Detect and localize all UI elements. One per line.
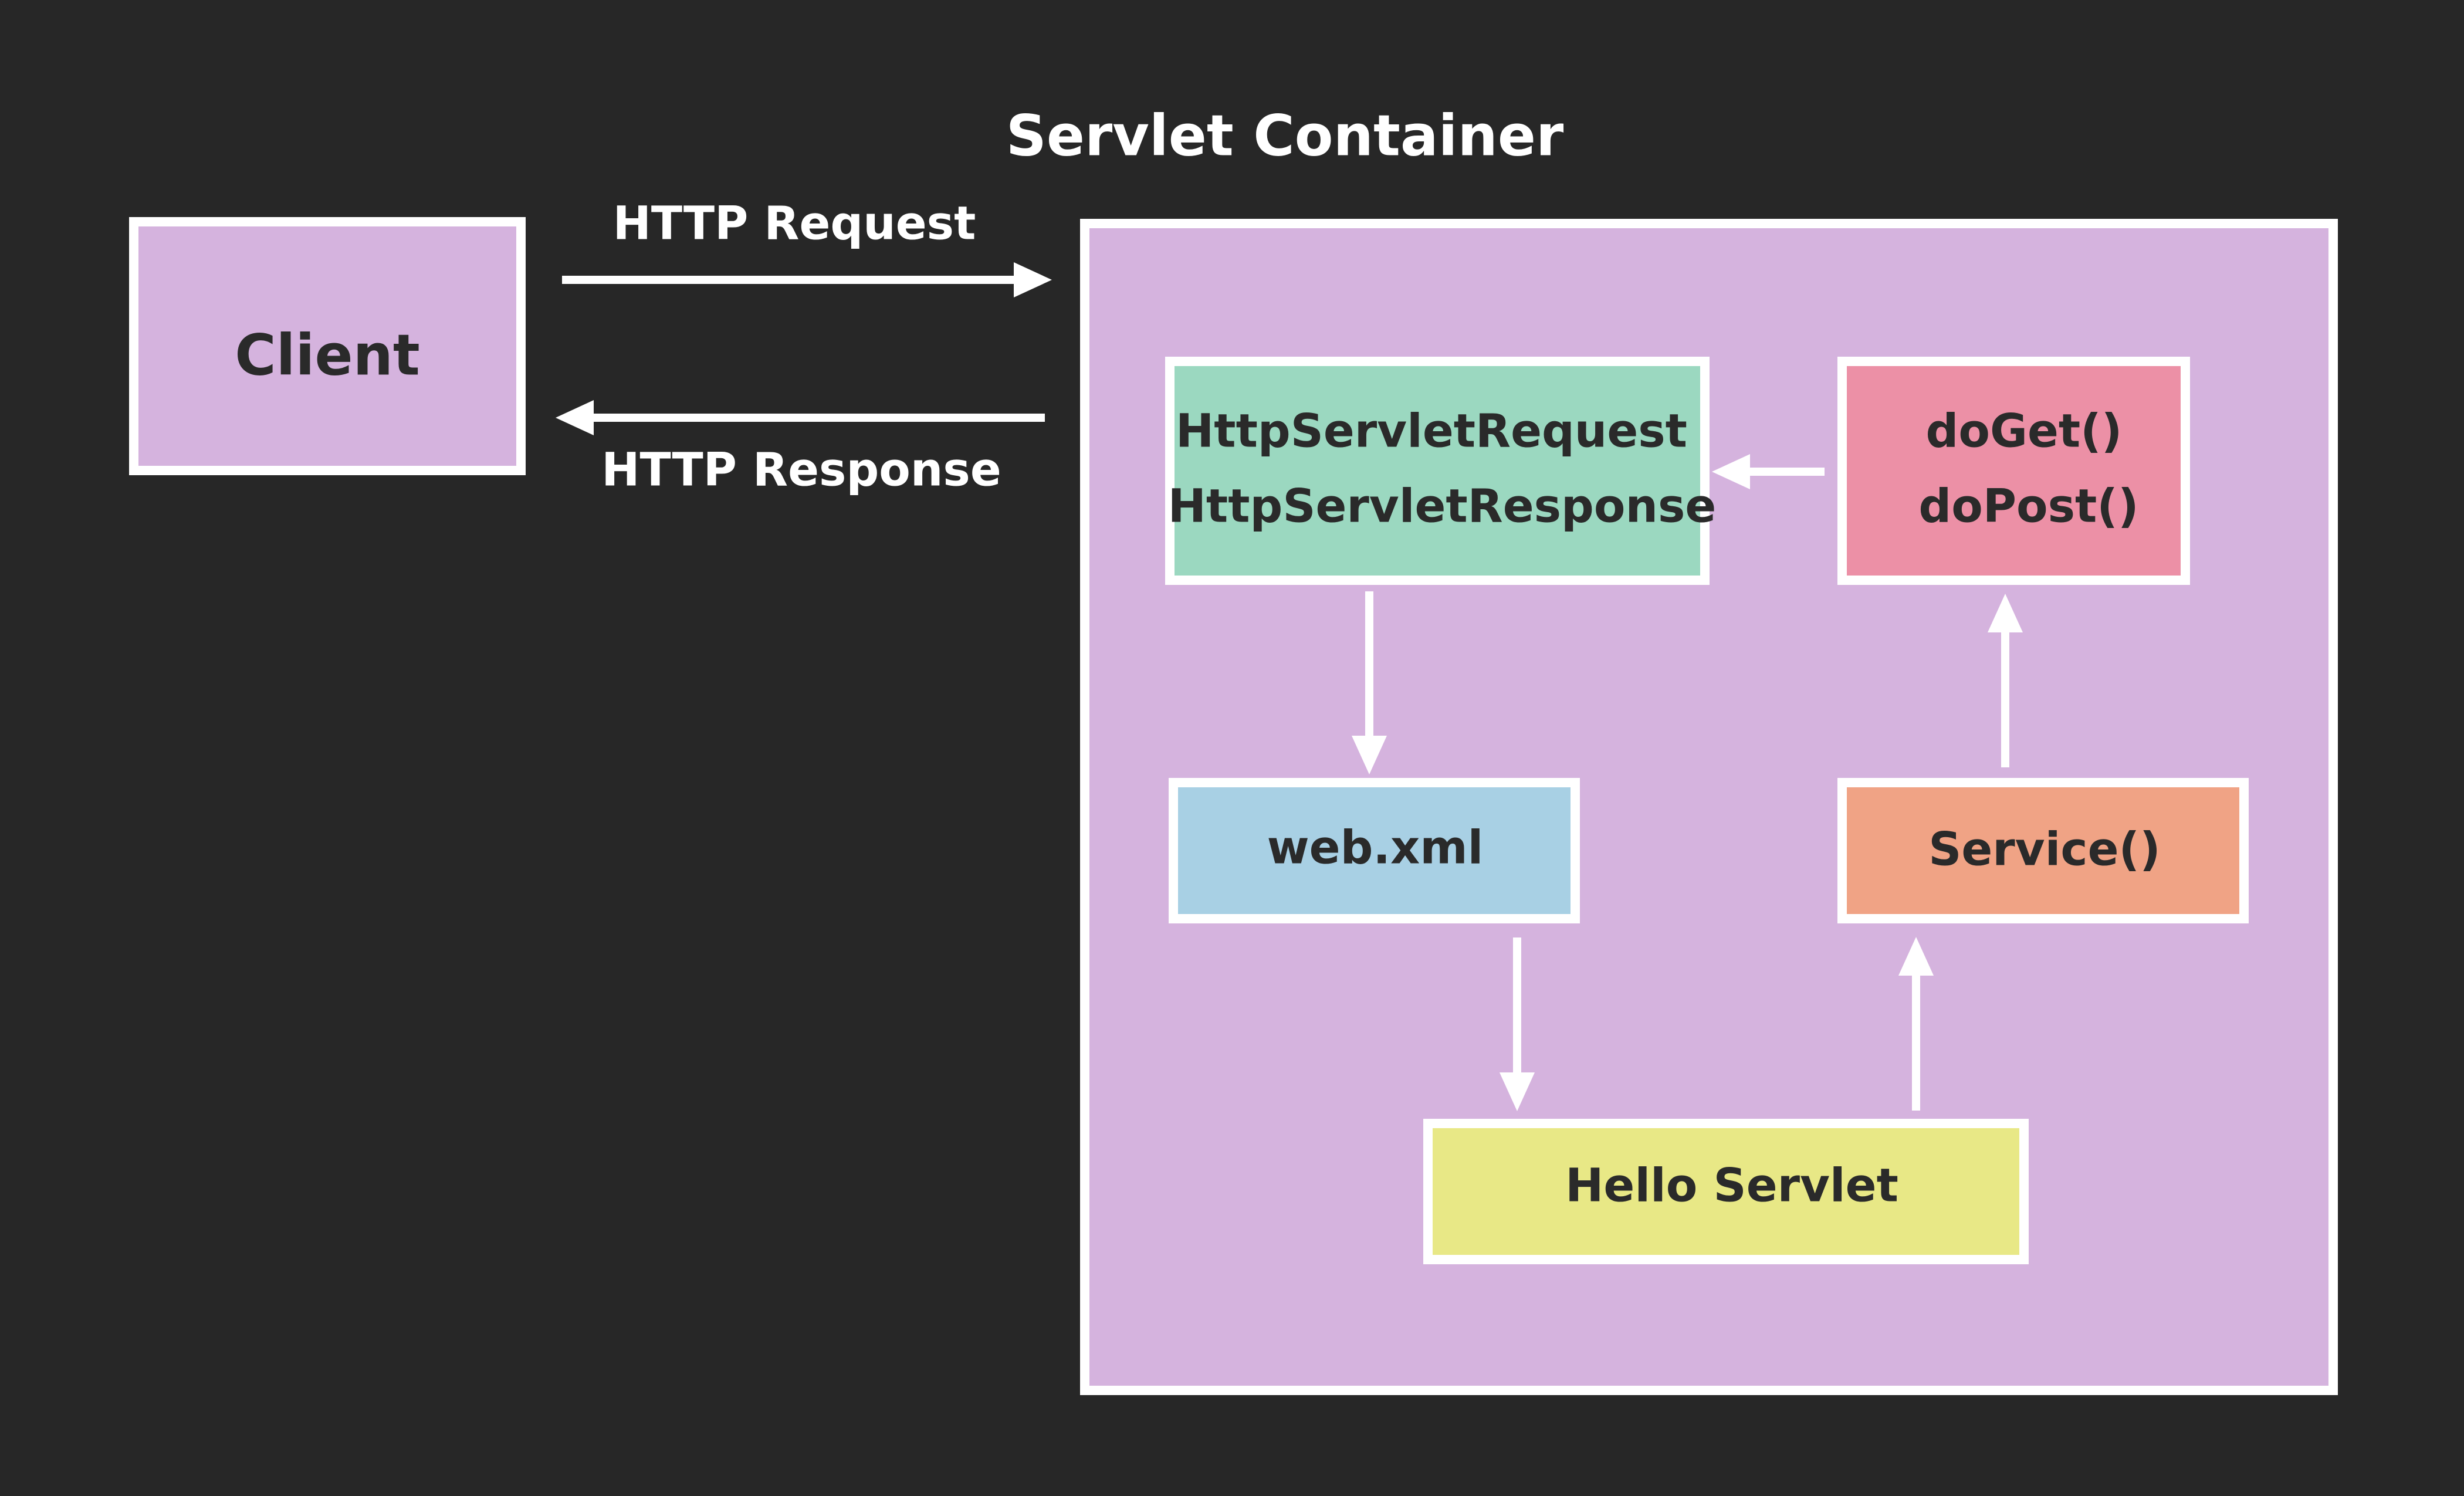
service-box [1837,778,2249,923]
service-to-methods-arrowhead [1988,594,2023,632]
http-request-label: HTTP Request [613,197,976,250]
http-servlet-request-label: HttpServletRequest [1176,405,1687,458]
request-to-webxml-arrowhead [1352,736,1387,774]
web-xml-label: web.xml [1267,821,1484,874]
http-response-label: HTTP Response [601,444,1001,496]
http-servlet-response-label: HttpServletResponse [1168,480,1717,533]
client-label: Client [235,322,420,388]
webxml-to-hello-arrowhead [1500,1072,1535,1111]
web-xml-box [1169,778,1580,923]
hello-to-service-arrowhead [1898,937,1934,976]
client-box [129,217,526,475]
methods-box [1837,357,2190,585]
hello-servlet-label: Hello Servlet [1565,1159,1898,1212]
hello-servlet-box [1423,1119,2029,1264]
service-label: Service() [1928,823,2161,876]
dopost-label: doPost() [1918,480,2138,533]
doget-label: doGet() [1926,405,2123,458]
request-response-box [1165,357,1710,585]
diagram-title: Servlet Container [1006,103,1564,168]
http-request-arrowhead [1014,262,1052,297]
http-response-arrowhead [556,400,594,435]
methods-to-request-arrowhead [1712,454,1750,489]
